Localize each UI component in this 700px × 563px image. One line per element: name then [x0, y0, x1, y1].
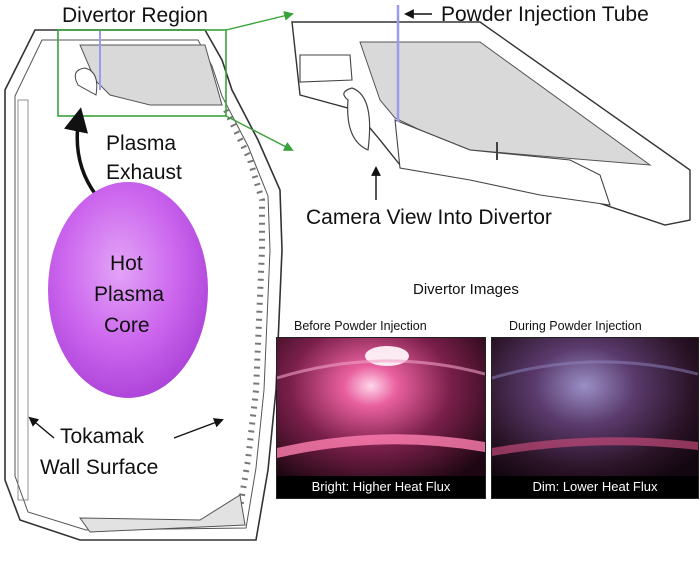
wall-arrow-left [28, 416, 55, 439]
powder-injection-tube-label: Powder Injection Tube [441, 3, 649, 26]
during-injection-label: During Powder Injection [509, 319, 642, 333]
inner-wall-tiles-left [17, 99, 29, 501]
divertor-photo-during: Dim: Lower Heat Flux [491, 337, 699, 499]
before-injection-label: Before Powder Injection [294, 319, 427, 333]
plasma-exhaust-label-2: Exhaust [106, 161, 182, 184]
camera-view-label: Camera View Into Divertor [306, 206, 552, 229]
divertor-photo-during-glow [492, 338, 698, 498]
zoom-line-top [225, 11, 294, 31]
core-label-3: Core [104, 314, 150, 337]
core-label-1: Hot [110, 252, 143, 275]
divertor-photo-before: Bright: Higher Heat Flux [276, 337, 486, 499]
divertor-zoom-box [57, 29, 227, 117]
tokamak-label-1: Tokamak [60, 425, 145, 448]
wall-arrow-right [173, 418, 224, 439]
lower-divertor-shelf [79, 494, 246, 533]
plasma-exhaust-label-1: Plasma [106, 132, 177, 155]
core-label-2: Plasma [94, 283, 165, 306]
tokamak-label-2: Wall Surface [40, 456, 159, 479]
zoom-line-bottom [225, 115, 294, 151]
divertor-photo-before-glow [277, 338, 485, 498]
caption-bright: Bright: Higher Heat Flux [277, 476, 485, 498]
divertor-dome-large [343, 87, 371, 151]
divertor-region-label: Divertor Region [62, 4, 208, 27]
divertor-images-label: Divertor Images [413, 281, 519, 298]
caption-dim: Dim: Lower Heat Flux [492, 476, 698, 498]
divertor-baffle-large [394, 119, 611, 206]
divertor-port-large [299, 54, 353, 83]
divertor-dome-small [74, 67, 98, 96]
tokamak-inner-wall [14, 39, 271, 531]
divertor-shaded-small [79, 44, 223, 106]
hot-plasma-core [48, 182, 208, 398]
plasma-exhaust-arrow [64, 107, 98, 197]
